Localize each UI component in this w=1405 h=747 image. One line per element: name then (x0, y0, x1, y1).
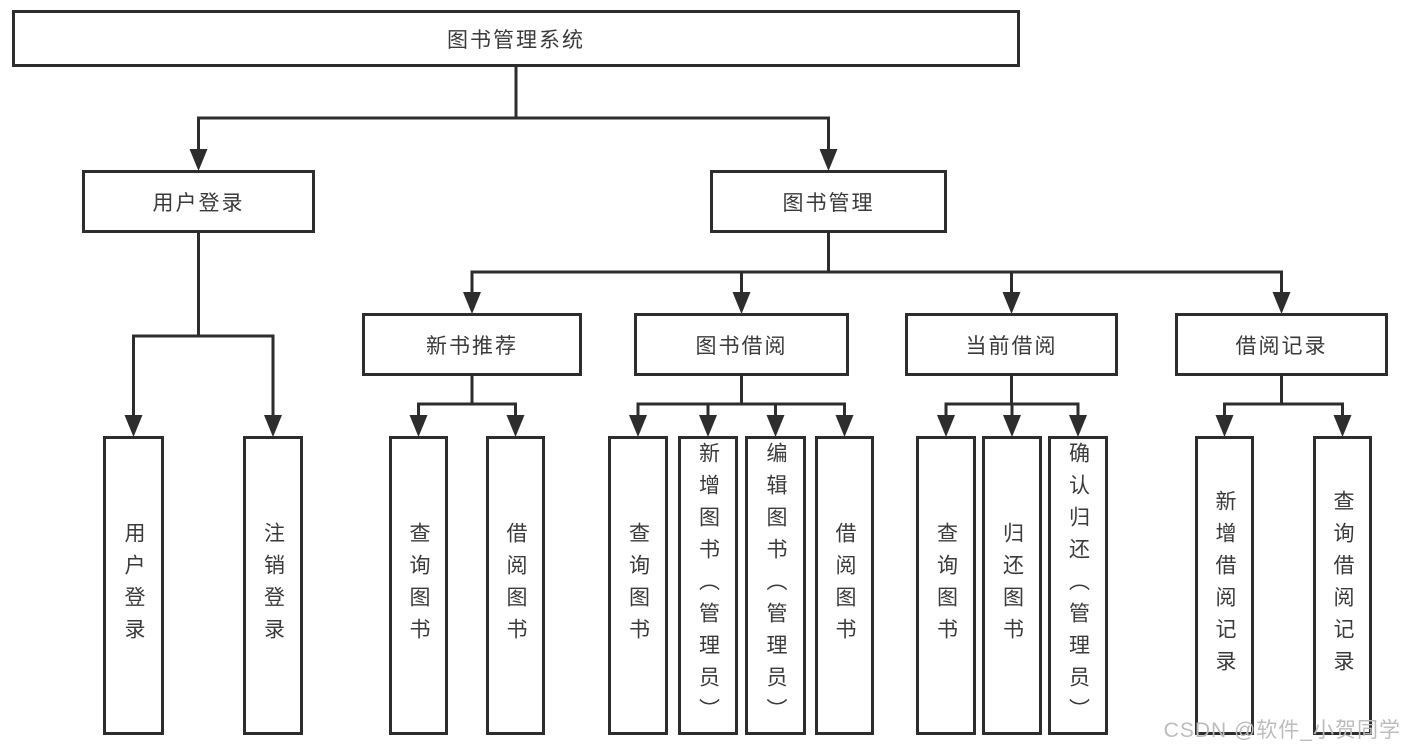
node-label: 查询借阅记录 (1331, 489, 1354, 682)
arrowhead-icon (463, 292, 481, 314)
arrowhead-icon (766, 415, 785, 437)
node-label: 归还图书 (1000, 521, 1024, 650)
node-label: 图书管理系统 (447, 28, 585, 52)
arrowhead-icon (124, 415, 143, 437)
node-label: 借阅图书 (833, 521, 856, 650)
arrowhead-icon (264, 415, 282, 437)
arrowhead-icon (819, 149, 838, 171)
node-v-borrow-book-1: 借阅图书 (486, 436, 545, 735)
arrowhead-icon (937, 415, 955, 437)
node-label: 查询图书 (407, 521, 430, 650)
arrowhead-icon (629, 415, 647, 437)
arrowhead-icon (1333, 415, 1352, 437)
node-v-add-record: 新增借阅记录 (1195, 436, 1254, 735)
node-v-query-book-2: 查询图书 (608, 436, 668, 735)
arrowhead-icon (1215, 415, 1234, 437)
node-label: 用户登录 (122, 521, 145, 650)
arrowhead-icon (835, 415, 854, 437)
arrowhead-icon (699, 415, 717, 437)
node-label: 当前借阅 (965, 334, 1058, 358)
node-label: 图书借阅 (695, 334, 788, 358)
node-label: 查询图书 (626, 521, 650, 650)
arrowhead-icon (732, 292, 751, 314)
node-v-user-login: 用户登录 (103, 436, 164, 735)
arrowhead-icon (1003, 415, 1021, 437)
node-borrow-records: 借阅记录 (1175, 313, 1388, 376)
node-label: 编辑图书（管理员） (764, 441, 787, 730)
node-current-borrow: 当前借阅 (905, 313, 1118, 376)
node-book-mgmt: 图书管理 (710, 170, 947, 233)
arrowhead-icon (189, 149, 208, 171)
node-v-borrow-book-2: 借阅图书 (815, 436, 874, 735)
node-label: 查询图书 (934, 521, 958, 650)
node-label: 用户登录 (152, 191, 245, 215)
node-label: 新增借阅记录 (1213, 489, 1236, 682)
node-v-query-book-1: 查询图书 (389, 436, 448, 735)
node-v-logout: 注销登录 (243, 436, 303, 735)
arrowhead-icon (506, 415, 525, 437)
watermark: CSDN @软件_小贺同学 (1163, 719, 1401, 742)
node-v-return-book: 归还图书 (982, 436, 1042, 735)
arrowhead-icon (409, 415, 428, 437)
node-label: 借阅图书 (504, 521, 527, 650)
arrowhead-icon (1069, 415, 1087, 437)
node-label: 图书管理 (782, 191, 875, 215)
node-label: 借阅记录 (1235, 334, 1328, 358)
node-user-login: 用户登录 (82, 170, 315, 233)
node-v-add-book: 新增图书（管理员） (678, 436, 738, 735)
arrowhead-icon (1002, 292, 1021, 314)
node-new-book-rec: 新书推荐 (362, 313, 582, 376)
node-label: 新增图书（管理员） (696, 441, 720, 730)
arrowhead-icon (1272, 292, 1291, 314)
node-v-edit-book: 编辑图书（管理员） (745, 436, 806, 735)
node-label: 新书推荐 (426, 334, 518, 358)
node-label: 确认归还（管理员） (1066, 441, 1090, 730)
node-label: 注销登录 (261, 521, 285, 650)
node-v-query-record: 查询借阅记录 (1313, 436, 1372, 735)
node-root: 图书管理系统 (12, 10, 1020, 67)
node-v-query-book-3: 查询图书 (916, 436, 976, 735)
node-v-confirm-return: 确认归还（管理员） (1048, 436, 1108, 735)
node-book-borrow: 图书借阅 (634, 313, 849, 376)
